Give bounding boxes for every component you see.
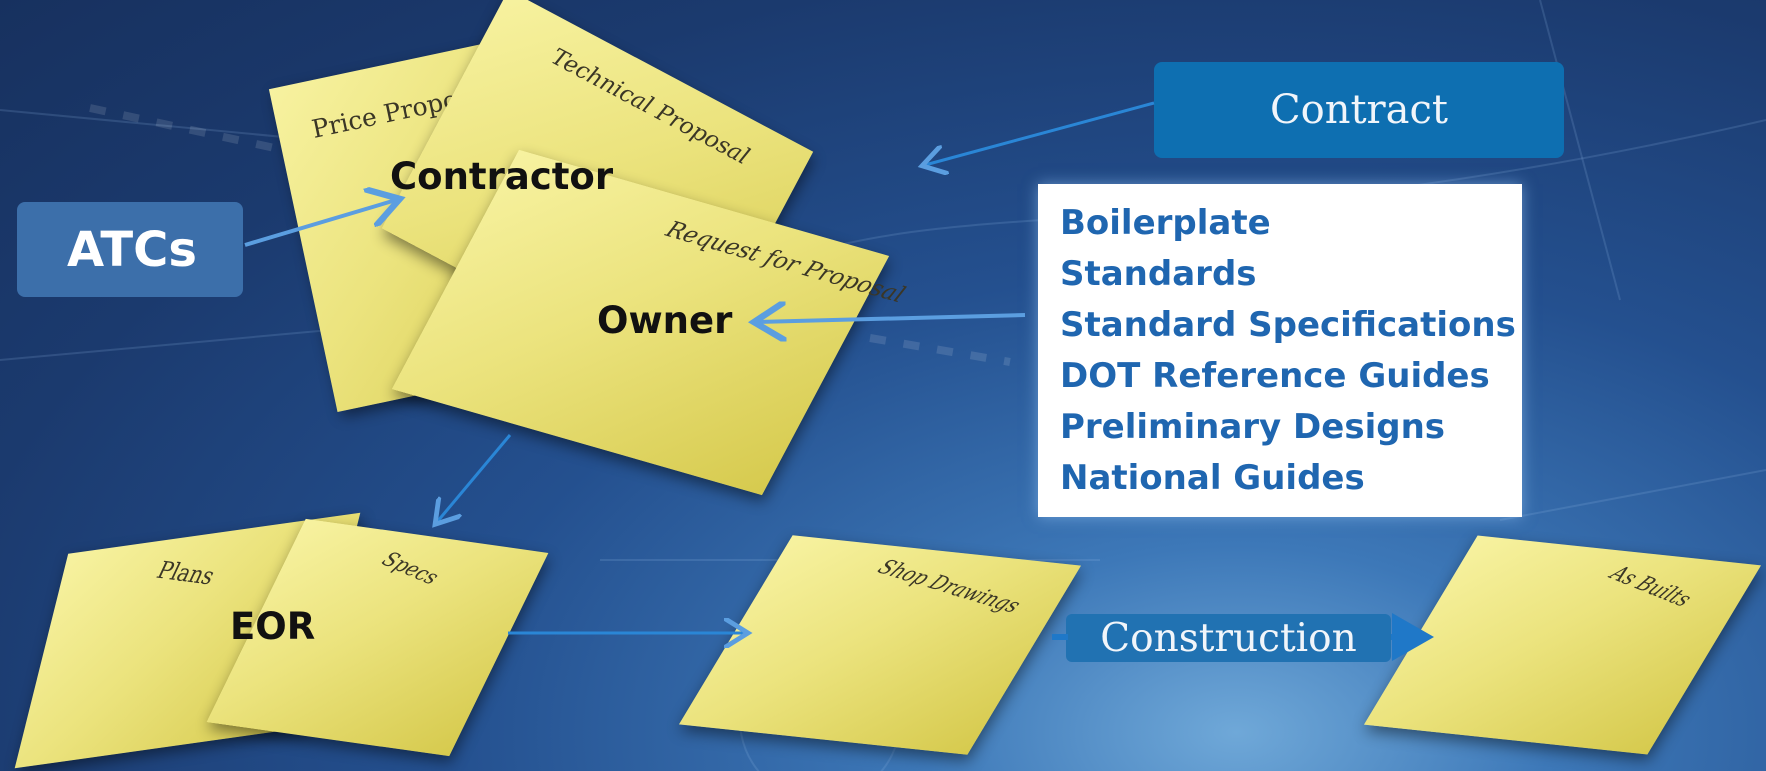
contract-items-box: Boilerplate Standards Standard Specifica… bbox=[1038, 184, 1522, 517]
contract-item: Preliminary Designs bbox=[1060, 407, 1446, 447]
atcs-label: ATCs bbox=[67, 221, 197, 278]
contract-label: Contract bbox=[1270, 87, 1448, 133]
construction-box: Construction bbox=[1066, 614, 1391, 662]
contractor-label: Contractor bbox=[390, 155, 614, 198]
arrow-atcs-to-contractor bbox=[244, 200, 396, 247]
contract-item: Boilerplate bbox=[1060, 203, 1271, 243]
atcs-box: ATCs bbox=[17, 202, 243, 297]
owner-label: Owner bbox=[597, 299, 733, 342]
arrow-list-to-owner bbox=[758, 315, 1026, 322]
eor-label: EOR bbox=[230, 605, 316, 648]
contract-item: DOT Reference Guides bbox=[1060, 356, 1490, 396]
arrow-rfp-to-plans bbox=[437, 434, 512, 522]
contract-item: Standards bbox=[1060, 254, 1257, 294]
contract-item: National Guides bbox=[1060, 458, 1365, 498]
contract-item: Standard Specifications bbox=[1060, 305, 1516, 345]
construction-label: Construction bbox=[1100, 615, 1357, 661]
arrow-contract-to-proposals bbox=[925, 101, 1155, 165]
contract-box: Contract bbox=[1154, 62, 1564, 158]
